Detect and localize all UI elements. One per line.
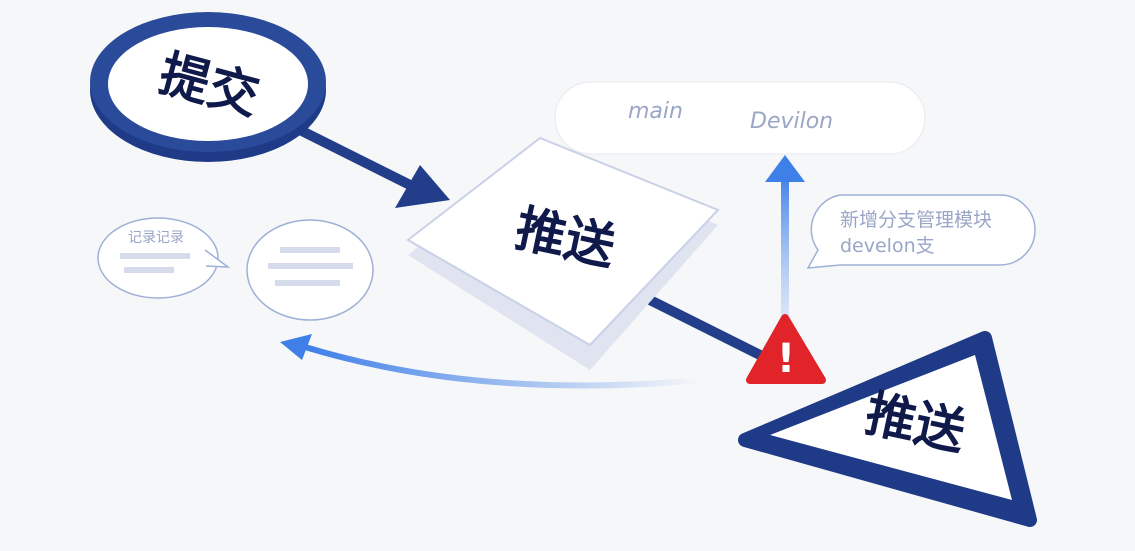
push-alert-node[interactable]: 推送 — [738, 331, 1037, 527]
bubble-text-1: 新增分支管理模块 — [840, 209, 992, 231]
branch-main: main — [628, 99, 683, 124]
bubble-text-2: develon支 — [840, 235, 935, 257]
push-node[interactable]: 推送 — [406, 136, 720, 370]
arrow-commit-push — [297, 125, 450, 208]
speech-bubble-right: 新增分支管理模块 develon支 — [806, 194, 1036, 269]
svg-text:!: ! — [777, 336, 795, 382]
branch-pill: main Devilon — [554, 81, 926, 155]
branch-develop: Devilon — [750, 109, 833, 134]
commit-node[interactable]: 提交 — [90, 12, 326, 162]
warning-icon: ! — [746, 314, 826, 384]
bubble-title: 记录记录 — [128, 230, 184, 246]
up-arrow — [765, 155, 805, 325]
speech-bubble-middle — [246, 219, 374, 321]
back-arrow — [280, 334, 701, 389]
speech-bubble-left: 记录记录 — [97, 217, 231, 299]
